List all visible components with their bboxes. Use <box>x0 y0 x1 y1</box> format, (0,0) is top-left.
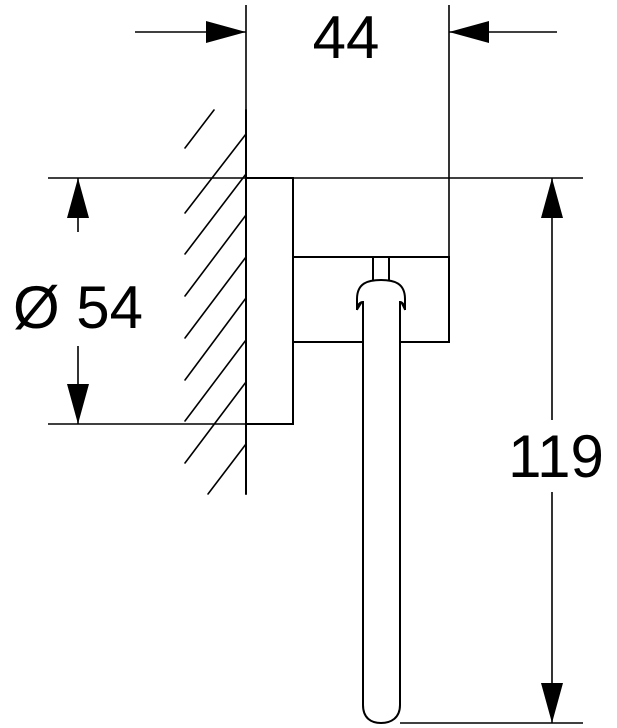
arrow-left-icon <box>449 21 489 43</box>
wall <box>184 109 247 495</box>
dimension-diameter-label: Ø 54 <box>13 274 143 341</box>
extension-lines <box>48 5 583 724</box>
arrow-down-icon <box>67 384 89 424</box>
mounting-rosette <box>246 177 294 425</box>
dimension-diameter: Ø 54 <box>13 178 143 424</box>
arrow-up-icon <box>67 178 89 218</box>
dimension-height: 119 <box>508 178 604 723</box>
arrow-down-icon <box>541 683 563 723</box>
arrow-right-icon <box>206 21 246 43</box>
dimension-height-label: 119 <box>508 423 604 490</box>
dimension-width: 44 <box>135 4 557 71</box>
holder-ring <box>356 257 406 725</box>
arrow-up-icon <box>541 178 563 218</box>
wall-hatching <box>184 109 247 495</box>
dimension-width-label: 44 <box>313 4 380 71</box>
